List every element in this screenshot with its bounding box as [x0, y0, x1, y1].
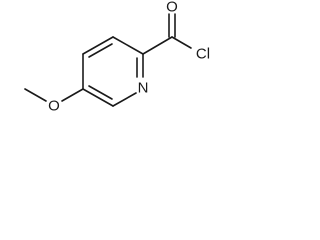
atom-oxygen-ether: O — [48, 98, 60, 115]
bond-carbonyl-cl — [171, 36, 192, 49]
acyl-chloride-group: O Cl — [142, 0, 210, 63]
double-bond-c5-c6 — [88, 85, 113, 100]
bond-c2-c3 — [112, 36, 144, 55]
bond-c3-c4 — [82, 36, 114, 55]
double-bond-c3-c4 — [88, 43, 113, 58]
bond-oxygen-methyl — [24, 88, 47, 102]
chemical-structure: O Cl N O — [24, 0, 210, 115]
methoxy-group: O — [24, 88, 84, 115]
pyridine-ring — [82, 36, 144, 107]
atom-oxygen-carbonyl: O — [166, 0, 178, 16]
atom-nitrogen: N — [138, 80, 149, 97]
bond-c5-oxygen — [61, 88, 84, 102]
bond-c6-n1 — [112, 92, 137, 107]
bond-c2-carbonyl — [142, 36, 173, 55]
atom-chlorine: Cl — [196, 46, 210, 63]
bond-c5-c6 — [82, 88, 114, 107]
